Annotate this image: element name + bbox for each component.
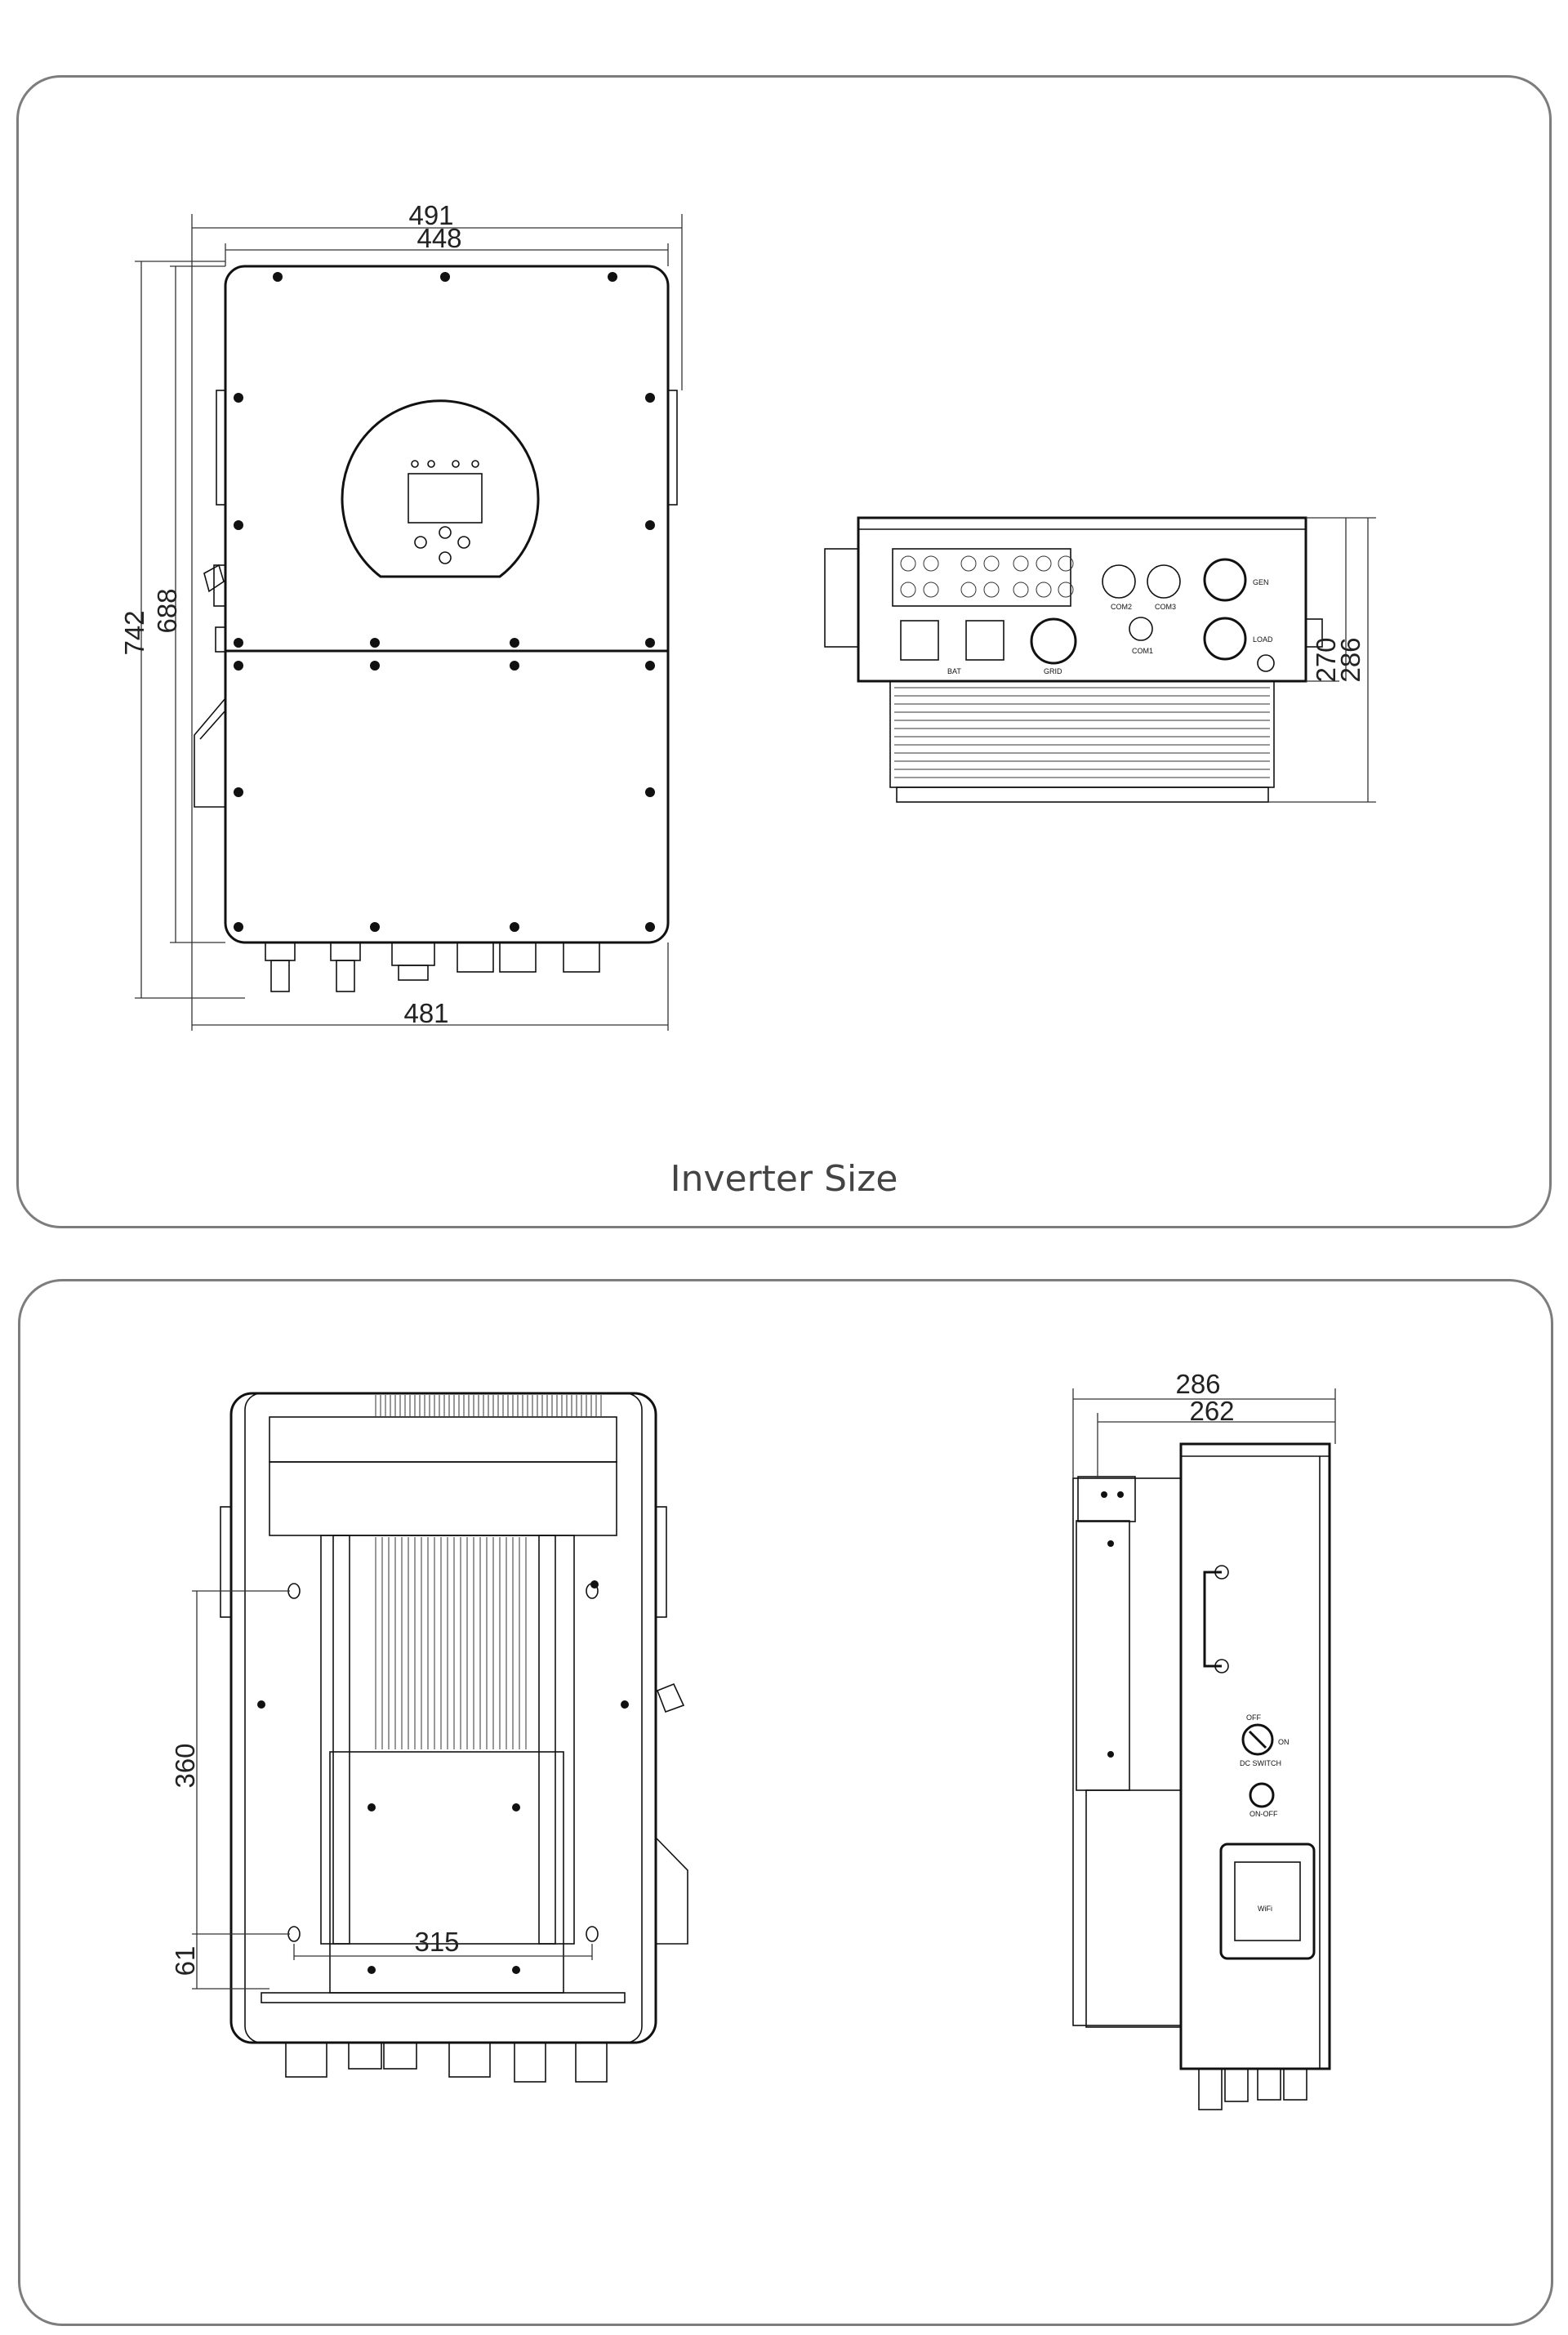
dim-side-body-depth: 262 bbox=[1189, 1396, 1234, 1426]
wifi-label: WiFi bbox=[1258, 1905, 1272, 1913]
dim-body-width: 448 bbox=[416, 223, 461, 253]
port-label-com1: COM1 bbox=[1132, 647, 1153, 655]
rear-view-drawing: 360 61 315 bbox=[170, 1392, 688, 2083]
switch-label-on-off: ON-OFF bbox=[1250, 1810, 1278, 1818]
dim-overall-height: 742 bbox=[119, 610, 149, 655]
dim-bottom-overall-depth: 286 bbox=[1335, 637, 1365, 682]
side-view-drawing: OFF ON DC SWITCH ON-OFF WiFi 286 262 bbox=[1072, 1369, 1336, 2110]
dim-mount-bottom: 61 bbox=[170, 1946, 200, 1976]
dim-body-height: 688 bbox=[152, 588, 182, 633]
port-label-load: LOAD bbox=[1253, 635, 1273, 644]
caption-inverter-size: Inverter Size bbox=[670, 1158, 898, 1200]
port-label-bat: BAT bbox=[947, 667, 961, 675]
dim-bottom-width: 481 bbox=[403, 998, 448, 1028]
dim-side-overall-depth: 286 bbox=[1175, 1369, 1220, 1399]
port-label-grid: GRID bbox=[1044, 667, 1062, 675]
front-view-drawing: 491 448 742 688 481 bbox=[119, 200, 683, 1031]
panel-mounting-dimensions bbox=[18, 1279, 1553, 2326]
switch-label-on: ON bbox=[1278, 1738, 1290, 1746]
dim-bottom-body-depth: 270 bbox=[1311, 637, 1341, 682]
switch-label-dc-switch: DC SWITCH bbox=[1240, 1759, 1281, 1767]
bottom-view-drawing: COM2 COM3 COM1 GEN LOAD GRID BAT 270 286 bbox=[824, 516, 1376, 803]
port-label-com3: COM3 bbox=[1155, 603, 1176, 611]
switch-label-off: OFF bbox=[1246, 1713, 1261, 1722]
dim-mount-vertical: 360 bbox=[170, 1743, 200, 1788]
port-label-gen: GEN bbox=[1253, 578, 1269, 586]
dim-mount-horizontal: 315 bbox=[414, 1927, 459, 1957]
dim-overall-width: 491 bbox=[408, 200, 453, 230]
port-label-com2: COM2 bbox=[1111, 603, 1132, 611]
